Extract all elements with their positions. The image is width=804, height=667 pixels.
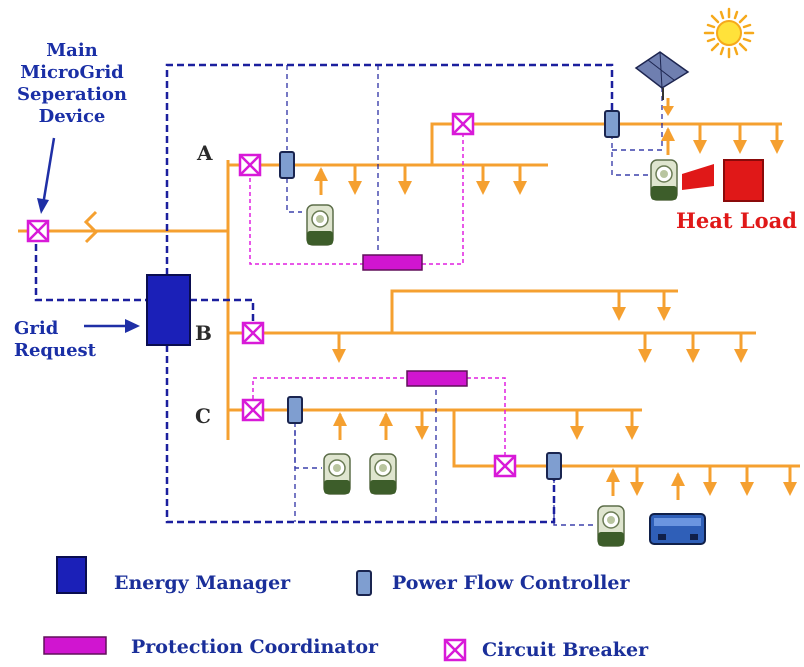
solar-panel-icon bbox=[634, 51, 690, 116]
grid-request-label: Grid Request bbox=[14, 318, 96, 361]
protection-coordinator-a bbox=[362, 254, 423, 271]
heat-load-label: Heat Load bbox=[676, 208, 797, 233]
source-arrow-icons bbox=[312, 125, 687, 502]
comm-lines bbox=[34, 63, 614, 524]
legend-breaker-label: Circuit Breaker bbox=[482, 639, 649, 661]
battery-icon bbox=[649, 513, 706, 545]
sun-icon bbox=[703, 7, 755, 59]
feeder-a-label: A bbox=[197, 141, 213, 165]
grid-zigzag bbox=[83, 210, 99, 244]
legend-energy-manager-label: Energy Manager bbox=[114, 572, 291, 594]
pointer-arrows bbox=[37, 137, 140, 333]
breaker-icons bbox=[26, 112, 517, 478]
legend-protection-coordinator-label: Protection Coordinator bbox=[131, 636, 379, 658]
legend-pfc-swatch bbox=[356, 570, 372, 596]
legend-pfc-label: Power Flow Controller bbox=[392, 572, 630, 594]
main-device-label: Main MicroGrid Seperation Device bbox=[17, 40, 127, 127]
thin-comm-lines bbox=[286, 65, 663, 526]
legend-breaker-swatch bbox=[443, 638, 467, 662]
legend-protection-coordinator-swatch bbox=[43, 636, 107, 655]
protection-coordinator-c bbox=[406, 370, 468, 387]
microsource-icons bbox=[306, 159, 678, 547]
feeder-c-label: C bbox=[195, 404, 211, 428]
legend-energy-manager-swatch bbox=[56, 556, 87, 594]
feeder-b-label: B bbox=[195, 321, 212, 345]
energy-manager bbox=[146, 274, 191, 346]
heat-load-block bbox=[682, 159, 764, 202]
